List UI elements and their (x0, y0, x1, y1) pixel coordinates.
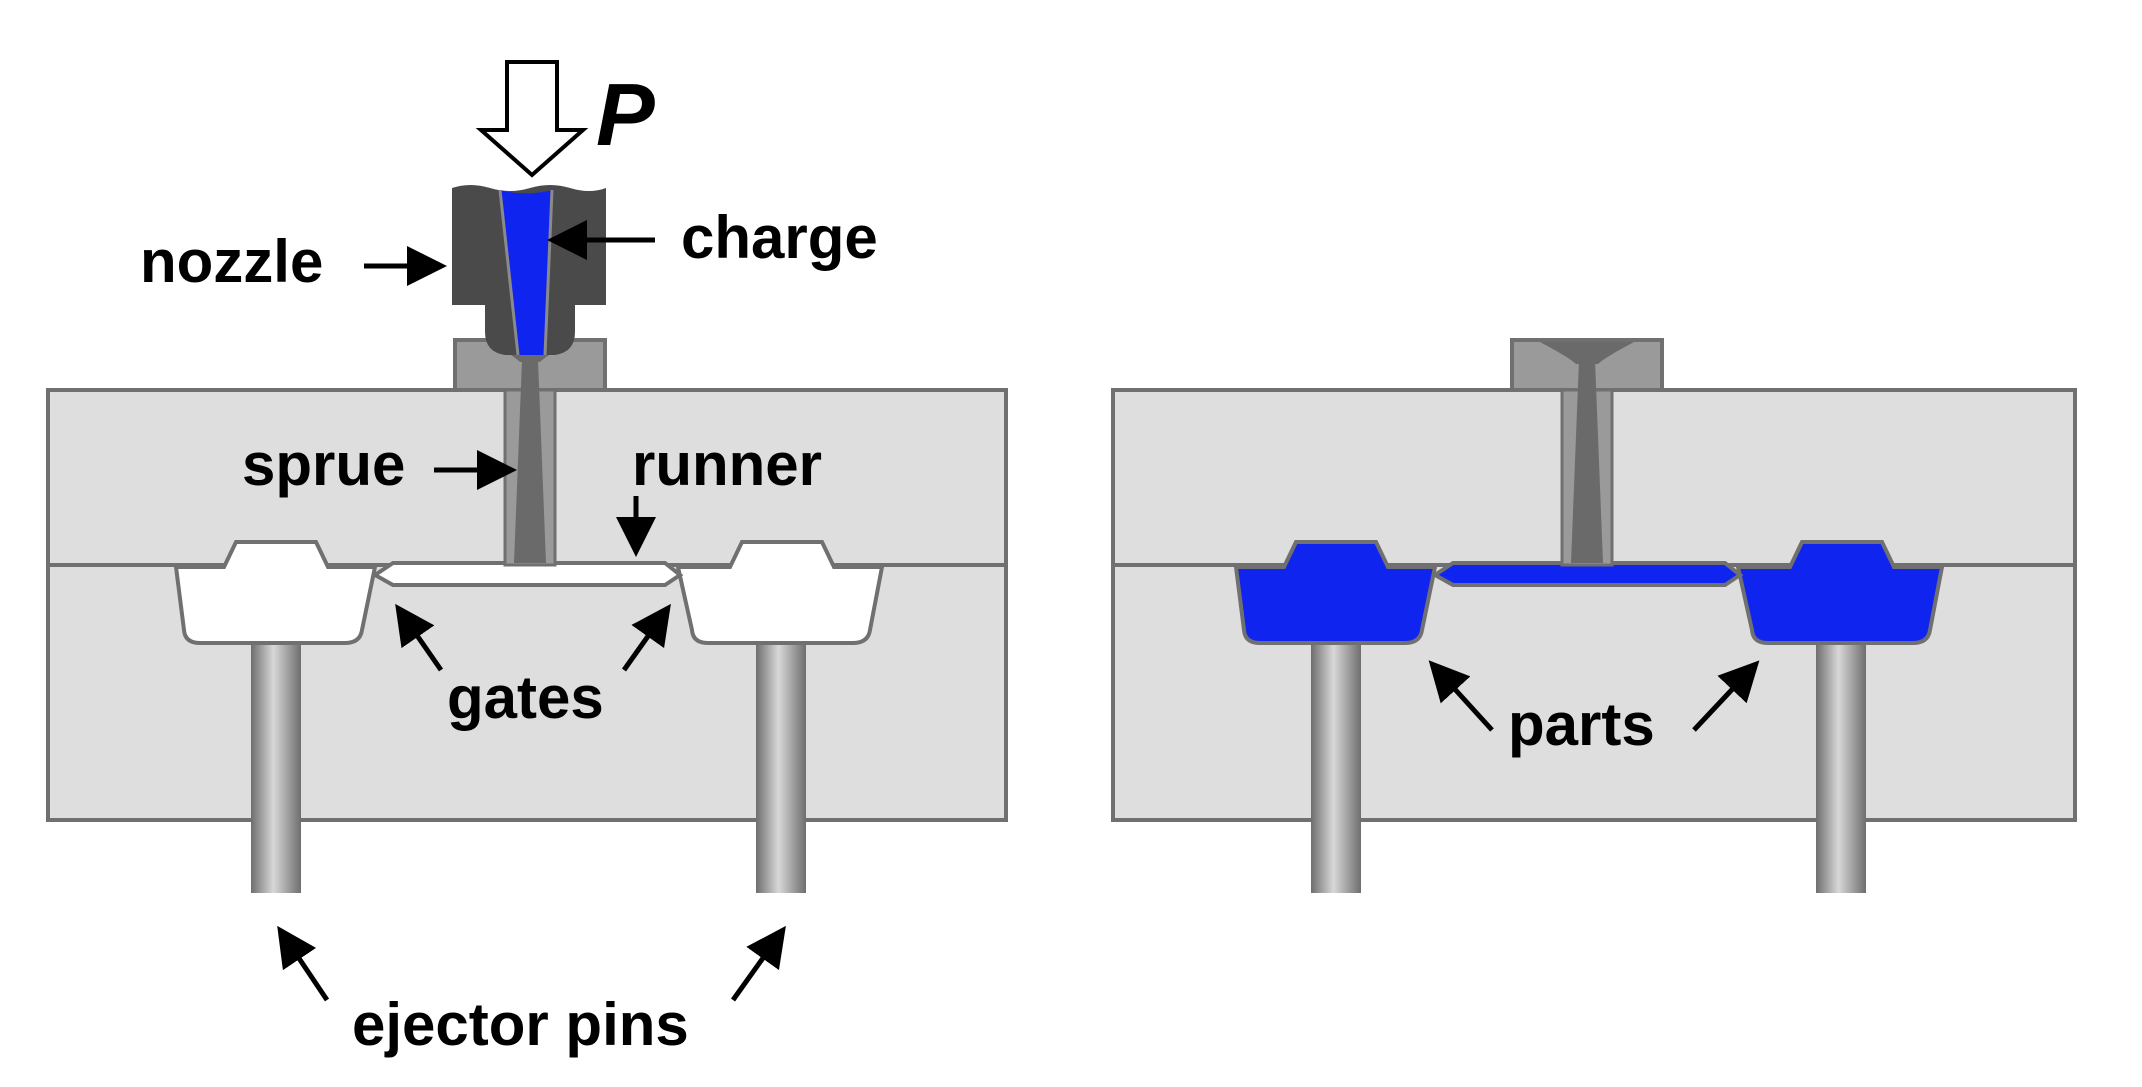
left-runner (371, 561, 684, 587)
charge-label: charge (681, 204, 878, 271)
parts-arrow-icon-right (1692, 660, 1760, 732)
right-sprue-cone (1540, 342, 1634, 364)
ejector-pin-arrow-icon-right (730, 925, 786, 1002)
right-ejector-pin-1 (1311, 643, 1361, 893)
left-cavity-1 (173, 540, 378, 645)
nozzle-label: nozzle (140, 228, 323, 295)
right-part-2 (1735, 540, 1945, 645)
nozzle-channel-edge-right (543, 189, 554, 356)
right-mold: parts (1111, 338, 2077, 893)
parts-arrow-icon-left (1428, 660, 1494, 732)
sprue-label: sprue (242, 431, 405, 498)
left-ejector-pin-1 (251, 643, 301, 893)
nozzle-channel-edge-left (498, 189, 520, 356)
gates-label: gates (447, 664, 604, 731)
right-runner-filled (1431, 561, 1744, 587)
runner-label: runner (632, 431, 822, 498)
right-ejector-pin-2 (1816, 643, 1866, 893)
ejector-pin-arrow-icon-left (277, 925, 330, 1002)
ejector-pins-label: ejector pins (352, 991, 689, 1058)
pressure-label: P (596, 65, 655, 164)
charge-plastic (500, 190, 552, 355)
left-sprue-channel (514, 360, 546, 563)
gates-arrow-icon-left (395, 603, 444, 672)
parts-label: parts (1508, 691, 1655, 758)
left-ejector-pin-2 (756, 643, 806, 893)
right-part-1 (1233, 540, 1438, 645)
left-cavity-2 (675, 540, 885, 645)
right-sprue-channel (1571, 360, 1603, 563)
pressure-arrow-icon (475, 60, 589, 178)
left-mold: P nozzle charge sprue runner gates eject… (46, 60, 1008, 1058)
gates-arrow-icon-right (621, 603, 671, 672)
